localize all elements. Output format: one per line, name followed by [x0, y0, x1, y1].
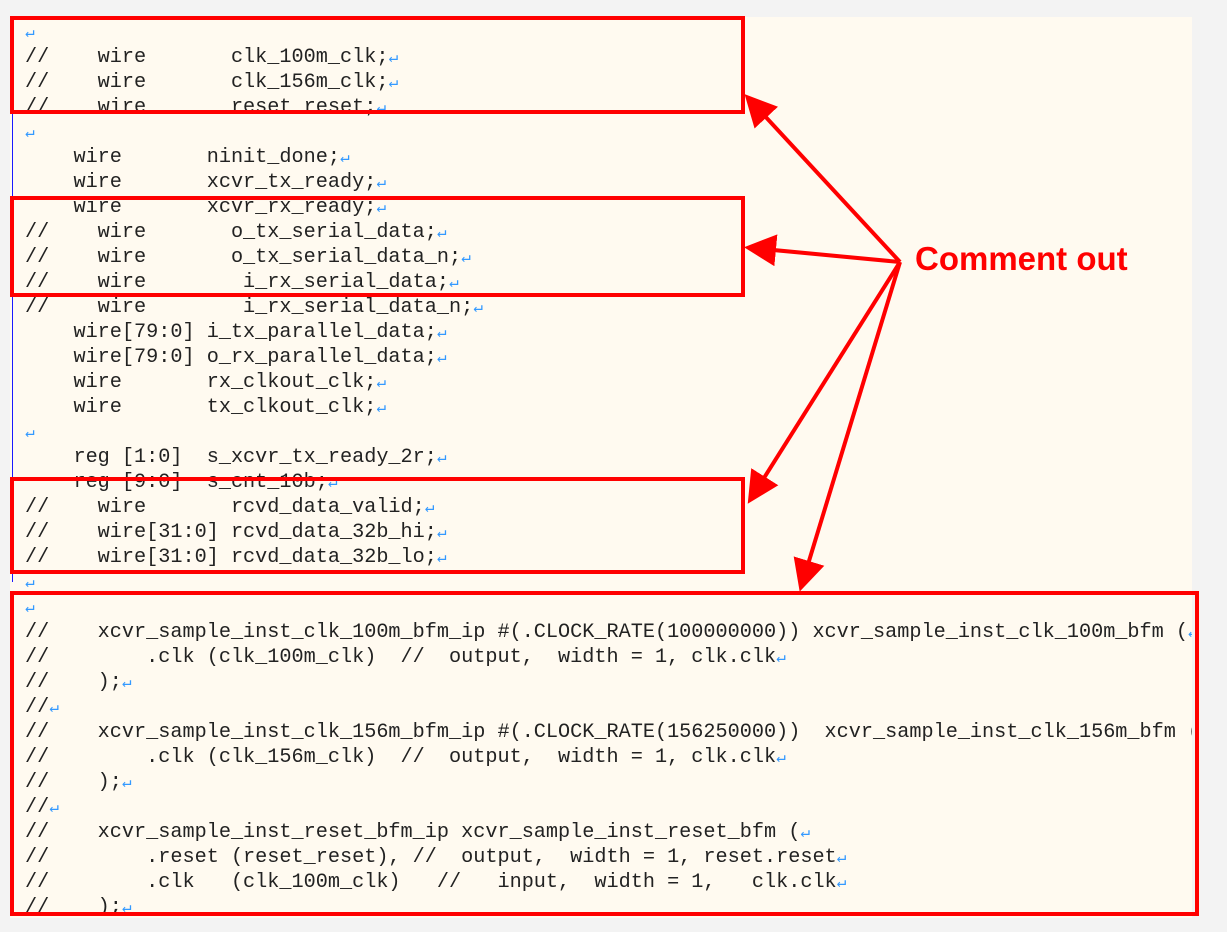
code-line[interactable]: // wire i_rx_serial_data; — [25, 270, 1192, 295]
arrow-to-box-4 — [793, 261, 902, 592]
code-line[interactable]: reg [9:0] s_cnt_10b; — [25, 470, 1192, 495]
code-line[interactable]: // wire[31:0] rcvd_data_32b_lo; — [25, 545, 1192, 570]
arrow-to-box-1 — [744, 94, 902, 264]
code-line[interactable]: // xcvr_sample_inst_clk_156m_bfm_ip #(.C… — [25, 720, 1192, 745]
code-line[interactable]: // .reset (reset_reset), // output, widt… — [25, 845, 1192, 870]
code-line[interactable]: // ); — [25, 770, 1192, 795]
code-line[interactable]: // xcvr_sample_inst_clk_100m_bfm_ip #(.C… — [25, 620, 1192, 645]
comment-out-label: Comment out — [915, 240, 1128, 277]
code-line[interactable]: // wire o_tx_serial_data; — [25, 220, 1192, 245]
code-line[interactable]: // wire i_rx_serial_data_n; — [25, 295, 1192, 320]
arrow-to-box-3 — [747, 260, 902, 504]
code-line[interactable]: wire xcvr_tx_ready; — [25, 170, 1192, 195]
code-line[interactable]: reg [1:0] s_xcvr_tx_ready_2r; — [25, 445, 1192, 470]
highlight-box-rcvd-wires — [10, 477, 745, 574]
code-line[interactable]: wire xcvr_rx_ready; — [25, 195, 1192, 220]
code-line[interactable]: // wire rcvd_data_valid; — [25, 495, 1192, 520]
highlight-box-bfm-instances — [10, 591, 1199, 916]
code-line[interactable]: // xcvr_sample_inst_reset_bfm_ip xcvr_sa… — [25, 820, 1192, 845]
code-line[interactable]: wire tx_clkout_clk; — [25, 395, 1192, 420]
code-line[interactable]: // wire[31:0] rcvd_data_32b_hi; — [25, 520, 1192, 545]
code-line[interactable]: // wire clk_100m_clk; — [25, 45, 1192, 70]
code-line[interactable]: wire[79:0] i_tx_parallel_data; — [25, 320, 1192, 345]
code-line[interactable]: wire[79:0] o_rx_parallel_data; — [25, 345, 1192, 370]
code-line[interactable]: // .clk (clk_100m_clk) // output, width … — [25, 645, 1192, 670]
arrow-to-box-2 — [744, 234, 901, 267]
code-editor[interactable]: // wire clk_100m_clk;// wire clk_156m_cl… — [10, 17, 1192, 918]
code-lines[interactable]: // wire clk_100m_clk;// wire clk_156m_cl… — [25, 20, 1192, 918]
code-line[interactable]: // ); — [25, 670, 1192, 695]
code-line[interactable]: // — [25, 695, 1192, 720]
code-line[interactable]: // wire clk_156m_clk; — [25, 70, 1192, 95]
code-line[interactable]: wire rx_clkout_clk; — [25, 370, 1192, 395]
code-line[interactable]: // .clk (clk_156m_clk) // output, width … — [25, 745, 1192, 770]
code-line[interactable]: // — [25, 795, 1192, 820]
fold-guide-line — [12, 112, 13, 582]
code-line[interactable]: // wire o_tx_serial_data_n; — [25, 245, 1192, 270]
code-line[interactable]: wire ninit_done; — [25, 145, 1192, 170]
highlight-box-clk-wires — [10, 16, 745, 114]
highlight-box-serial-wires — [10, 196, 745, 297]
code-line[interactable]: // .clk (clk_100m_clk) // input, width =… — [25, 870, 1192, 895]
